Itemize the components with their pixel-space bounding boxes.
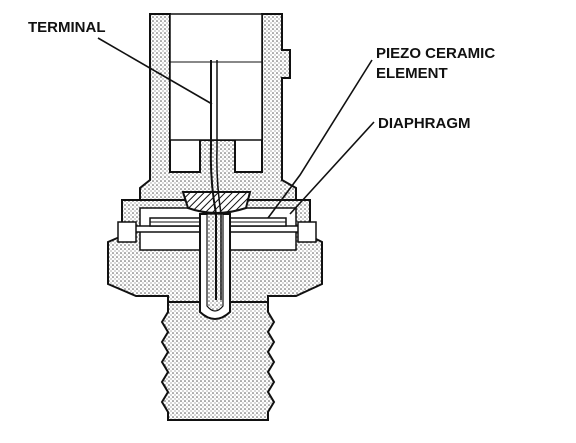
diaphragm-leader (289, 121, 375, 215)
label-diaphragm: DIAPHRAGM (378, 115, 471, 132)
connector-housing (139, 13, 297, 201)
label-piezo-line2: ELEMENT (376, 65, 448, 82)
terminal-leader (97, 37, 213, 105)
threaded-shank (160, 301, 276, 421)
label-piezo-line1: PIEZO CERAMIC (376, 45, 495, 62)
terminal-pin (209, 60, 222, 300)
piezo-leader (267, 59, 373, 219)
seismic-weight (181, 191, 252, 214)
label-terminal: TERMINAL (28, 19, 106, 36)
